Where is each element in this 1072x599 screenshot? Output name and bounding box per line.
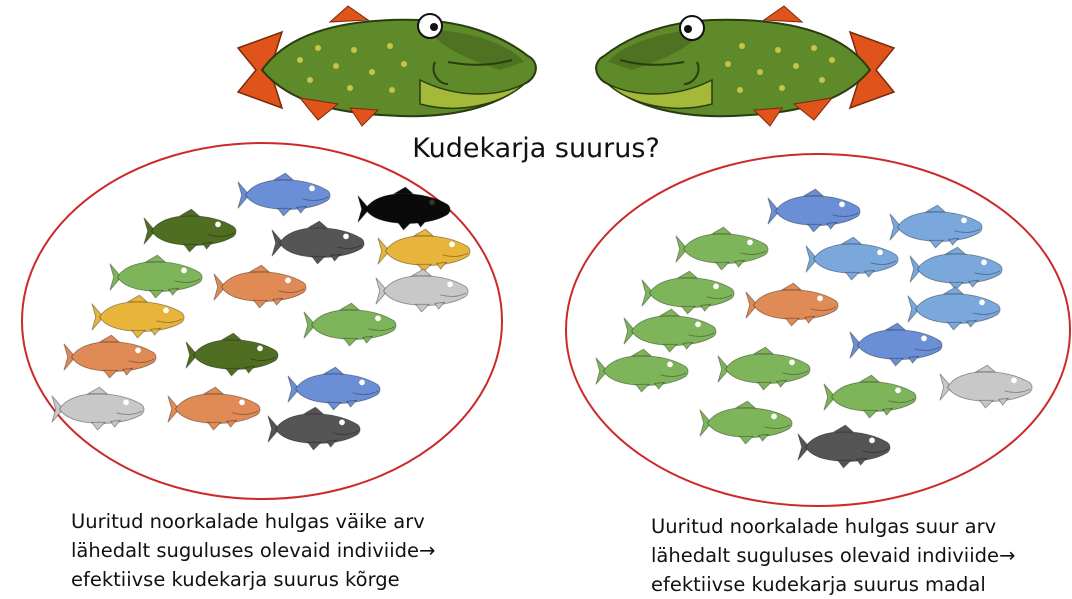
left-caption: Uuritud noorkalade hulgas väike arv lähe… <box>71 507 435 594</box>
right-fish-group <box>596 189 1032 468</box>
fish-yellow <box>378 229 470 272</box>
fish-green <box>824 375 916 418</box>
fish-green <box>304 303 396 346</box>
fish-orange <box>168 387 260 430</box>
fish-light-blue <box>910 247 1002 290</box>
pike-right-illustration <box>596 6 894 126</box>
fish-black <box>358 187 450 230</box>
diagram-title: Kudekarja suurus? <box>0 133 1072 164</box>
right-caption: Uuritud noorkalade hulgas suur arv lähed… <box>651 512 1015 599</box>
fish-green <box>624 309 716 352</box>
fish-green <box>110 255 202 298</box>
right-caption-line-1: Uuritud noorkalade hulgas suur arv <box>651 512 1015 541</box>
fish-yellow <box>92 295 184 338</box>
fish-gray <box>272 221 364 264</box>
left-fish-group <box>52 173 470 450</box>
fish-green <box>642 271 734 314</box>
fish-blue <box>768 189 860 232</box>
fish-gray <box>268 407 360 450</box>
right-caption-line-2: lähedalt suguluses olevaid indiviide→ <box>651 541 1015 570</box>
fish-green <box>676 227 768 270</box>
fish-orange <box>214 265 306 308</box>
fish-gray <box>798 425 890 468</box>
pike-left-illustration <box>238 6 536 126</box>
fish-light-blue <box>806 237 898 280</box>
fish-pike <box>144 209 236 252</box>
fish-light-gray <box>940 365 1032 408</box>
fish-light-blue <box>890 205 982 248</box>
fish-pike <box>186 333 278 376</box>
fish-light-gray <box>376 269 468 312</box>
fish-green <box>596 349 688 392</box>
left-caption-line-1: Uuritud noorkalade hulgas väike arv <box>71 507 435 536</box>
fish-green <box>700 401 792 444</box>
fish-blue <box>288 367 380 410</box>
fish-blue <box>238 173 330 216</box>
right-caption-line-3: efektiivse kudekarja suurus madal <box>651 570 1015 599</box>
fish-light-blue <box>908 287 1000 330</box>
fish-orange <box>64 335 156 378</box>
fish-orange <box>746 283 838 326</box>
fish-green <box>718 347 810 390</box>
left-caption-line-2: lähedalt suguluses olevaid indiviide→ <box>71 536 435 565</box>
left-caption-line-3: efektiivse kudekarja suurus kõrge <box>71 565 435 594</box>
fish-blue <box>850 323 942 366</box>
